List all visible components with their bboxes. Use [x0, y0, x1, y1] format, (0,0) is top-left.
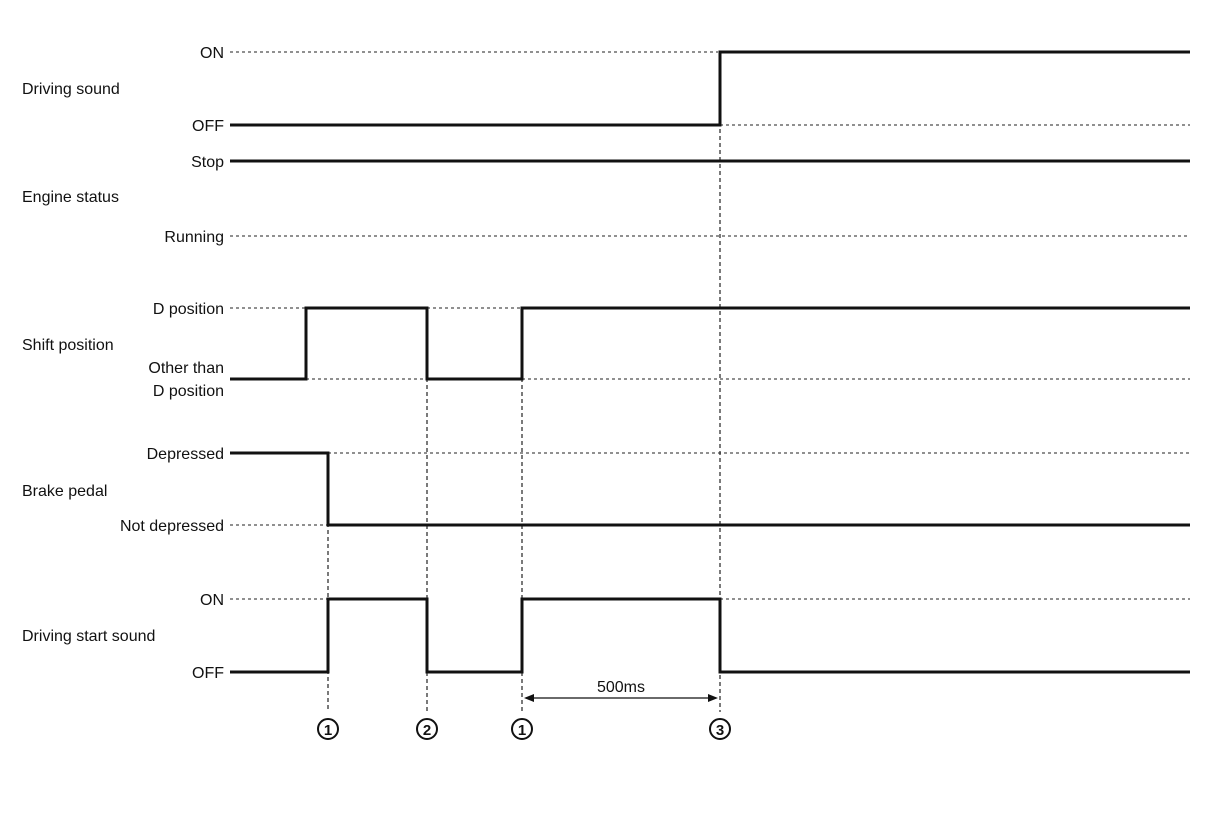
event-marker-2-label: 2 — [423, 722, 431, 739]
interval-label: 500ms — [597, 679, 645, 696]
signal-name-engine-status: Engine status — [22, 189, 119, 206]
level-label-engine-stop: Stop — [191, 154, 224, 171]
signal-name-shift-position: Shift position — [22, 337, 114, 354]
level-label-shift-other-d-position: D position — [153, 383, 224, 400]
level-label-brake-not-depressed: Not depressed — [120, 518, 224, 535]
waveform-brake-pedal — [230, 451, 1190, 527]
interval-arrow — [524, 694, 718, 702]
event-marker-3: 3 — [709, 718, 731, 740]
signal-name-brake-pedal: Brake pedal — [22, 483, 107, 500]
waveform-shift-position — [230, 306, 1190, 381]
signal-name-driving-start-sound: Driving start sound — [22, 628, 155, 645]
level-label-shift-d-position: D position — [153, 301, 224, 318]
waveform-driving-start-sound — [230, 597, 1190, 674]
event-marker-1b-label: 1 — [518, 722, 526, 739]
level-label-brake-depressed: Depressed — [147, 446, 224, 463]
event-marker-1: 1 — [317, 718, 339, 740]
event-marker-2: 2 — [416, 718, 438, 740]
level-label-start-sound-off: OFF — [192, 665, 224, 682]
level-label-engine-running: Running — [164, 229, 224, 246]
level-label-shift-other-than: Other than — [148, 360, 224, 377]
event-marker-1-label: 1 — [324, 722, 332, 739]
reference-lines — [230, 51, 1190, 600]
level-label-driving-sound-on: ON — [200, 45, 224, 62]
signal-name-driving-sound: Driving sound — [22, 81, 120, 98]
level-label-start-sound-on: ON — [200, 592, 224, 609]
waveform-driving-sound — [230, 50, 1190, 127]
level-label-driving-sound-off: OFF — [192, 118, 224, 135]
event-marker-3-label: 3 — [716, 722, 724, 739]
event-marker-1b: 1 — [511, 718, 533, 740]
event-lines — [327, 52, 721, 712]
